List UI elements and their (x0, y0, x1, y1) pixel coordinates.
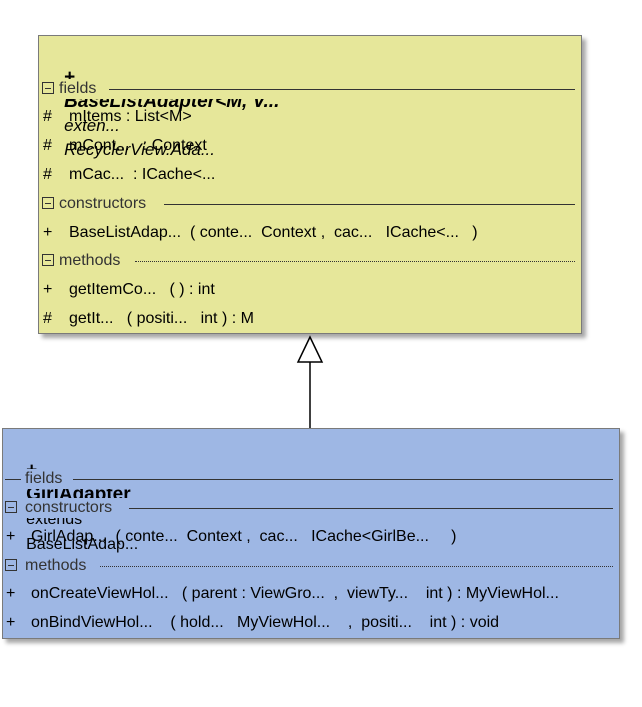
method-row: # getIt... ( positi... int ) : M (39, 307, 581, 331)
section-methods: methods (39, 251, 581, 271)
section-dash (5, 479, 21, 480)
method-row: + onCreateViewHol... ( parent : ViewGro.… (3, 582, 619, 606)
inheritance-arrow (296, 335, 324, 428)
section-label-constructors: constructors (25, 498, 116, 518)
method-row: + getItemCo... ( ) : int (39, 278, 581, 302)
constructor-row: + GirlAdap... ( conte... Context , cac..… (3, 525, 619, 549)
field-row: # mCont... : Context (39, 134, 581, 158)
member-visibility: + (6, 528, 16, 545)
member-text: BaseListAdap... ( conte... Context , cac… (69, 224, 478, 241)
constructor-row: + BaseListAdap... ( conte... Context , c… (39, 221, 581, 245)
section-divider (135, 261, 575, 262)
field-row: # mCac... : ICache<... (39, 163, 581, 187)
collapse-toggle-icon[interactable] (5, 501, 17, 513)
section-label-fields: fields (25, 469, 66, 489)
method-row: + onBindViewHol... ( hold... MyViewHol..… (3, 611, 619, 635)
member-visibility: # (43, 310, 52, 327)
member-text: GirlAdap... ( conte... Context , cac... … (31, 528, 457, 545)
section-label-constructors: constructors (59, 194, 150, 214)
class-header-girl: + GirlAdapter extends BaseListAdap... (5, 435, 619, 553)
parent-class-name: BaseListAdap... (26, 536, 139, 553)
member-visibility: # (43, 137, 52, 154)
member-visibility: # (43, 166, 52, 183)
section-constructors: constructors (39, 194, 581, 214)
member-visibility: + (6, 614, 16, 631)
section-label-methods: methods (25, 556, 90, 576)
member-text: getIt... ( positi... int ) : M (69, 310, 254, 327)
member-text: getItemCo... ( ) : int (69, 281, 215, 298)
section-divider (100, 566, 613, 567)
member-text: onCreateViewHol... ( parent : ViewGro...… (31, 585, 559, 602)
member-visibility: + (43, 281, 53, 298)
class-box-base-list-adapter[interactable]: + BaseListAdapter<M, V... exten... Recyc… (38, 35, 582, 334)
extends-keyword: exten... (64, 116, 120, 135)
parent-class-name: RecyclerView.Ada... (64, 140, 215, 159)
class-header-base: + BaseListAdapter<M, V... exten... Recyc… (43, 42, 581, 159)
section-label-fields: fields (59, 79, 100, 99)
section-constructors: constructors (3, 498, 619, 518)
member-text: onBindViewHol... ( hold... MyViewHol... … (31, 614, 500, 631)
field-row: # mItems : List<M> (39, 105, 581, 129)
section-divider (129, 508, 613, 509)
member-text: mCont... : Context (69, 137, 207, 154)
member-visibility: # (43, 108, 52, 125)
section-fields: fields (39, 79, 581, 99)
member-visibility: + (43, 224, 53, 241)
section-divider (164, 204, 575, 205)
collapse-toggle-icon[interactable] (5, 559, 17, 571)
collapse-toggle-icon[interactable] (42, 82, 54, 94)
member-text: mCac... : ICache<... (69, 166, 216, 183)
section-label-methods: methods (59, 251, 124, 271)
member-visibility: + (6, 585, 16, 602)
member-text: mItems : List<M> (69, 108, 192, 125)
collapse-toggle-icon[interactable] (42, 254, 54, 266)
section-divider (109, 89, 575, 90)
class-box-girl-adapter[interactable]: + GirlAdapter extends BaseListAdap... fi… (2, 428, 620, 639)
generalization-arrowhead (296, 335, 324, 363)
collapse-toggle-icon[interactable] (42, 197, 54, 209)
section-divider (73, 479, 613, 480)
section-fields: fields (3, 469, 619, 489)
class-visibility: + (64, 67, 76, 88)
section-methods: methods (3, 556, 619, 576)
